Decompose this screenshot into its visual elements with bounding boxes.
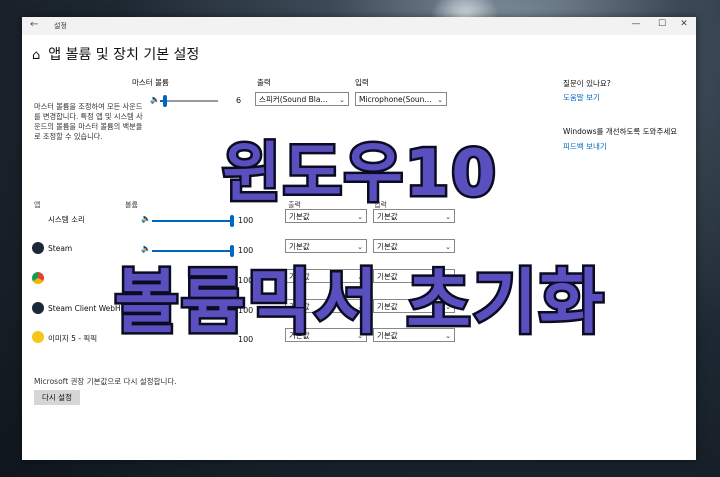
app-output-value: 기본값 xyxy=(289,272,310,281)
app-input-value: 기본값 xyxy=(377,212,398,221)
app-volume-thumb[interactable] xyxy=(230,245,234,257)
input-label: 입력 xyxy=(355,78,369,87)
app-volume-value: 100 xyxy=(238,335,254,344)
minimize-icon[interactable]: — xyxy=(631,19,641,29)
output-device-value: 스피커(Sound Bla... xyxy=(259,95,328,104)
app-volume-value: 100 xyxy=(238,306,254,315)
reset-description: Microsoft 권장 기본값으로 다시 설정합니다. xyxy=(34,377,177,386)
app-output-value: 기본값 xyxy=(289,302,310,311)
app-name: 이미지 5 - 픽픽 xyxy=(48,334,98,343)
app-volume-value: 100 xyxy=(238,276,254,285)
app-name: 시스템 소리 xyxy=(48,215,85,224)
chevron-down-icon: ⌄ xyxy=(357,213,363,221)
app-input-select[interactable]: 기본값 ⌄ xyxy=(373,209,455,223)
master-volume-slider[interactable] xyxy=(160,95,218,107)
chevron-down-icon: ⌄ xyxy=(339,96,345,104)
app-output-select[interactable]: 기본값 ⌄ xyxy=(285,299,367,313)
chrome-icon xyxy=(32,272,44,284)
output-device-select[interactable]: 스피커(Sound Bla... ⌄ xyxy=(255,92,349,106)
app-output-value: 기본값 xyxy=(289,331,310,340)
speaker-icon: 🔈 xyxy=(141,214,151,223)
app-input-select[interactable]: 기본값 ⌄ xyxy=(373,239,455,253)
chevron-down-icon: ⌄ xyxy=(445,273,451,281)
app-input-value: 기본값 xyxy=(377,302,398,311)
close-icon[interactable]: ✕ xyxy=(680,19,688,29)
page-title: ⌂ 앱 볼륨 및 장치 기본 설정 xyxy=(32,44,199,64)
maximize-icon[interactable]: ☐ xyxy=(657,19,667,29)
chevron-down-icon: ⌄ xyxy=(357,332,363,340)
app-input-select[interactable]: 기본값 ⌄ xyxy=(373,299,455,313)
app-output-value: 기본값 xyxy=(289,212,310,221)
speaker-icon: 🔈 xyxy=(141,244,151,253)
app-input-value: 기본값 xyxy=(377,331,398,340)
steam-icon xyxy=(32,302,44,314)
title-bar: ← 설정 — ☐ ✕ xyxy=(22,17,696,35)
help-link[interactable]: 도움말 보기 xyxy=(563,93,600,102)
app-volume-thumb[interactable] xyxy=(230,215,234,227)
app-output-select[interactable]: 기본값 ⌄ xyxy=(285,328,367,342)
reset-button[interactable]: 다시 설정 xyxy=(34,390,80,405)
app-volume-fill xyxy=(152,220,232,222)
chevron-down-icon: ⌄ xyxy=(445,243,451,251)
master-volume-value: 6 xyxy=(236,96,242,105)
back-arrow-icon[interactable]: ← xyxy=(30,19,39,30)
app-name: Steam xyxy=(48,244,73,253)
app-volume-fill xyxy=(152,250,232,252)
app-input-select[interactable]: 기본값 ⌄ xyxy=(373,328,455,342)
output-column-header: 출력 xyxy=(288,201,301,209)
improve-text: Windows를 개선하도록 도와주세요 xyxy=(563,127,678,136)
input-device-select[interactable]: Microphone(Soun... ⌄ xyxy=(355,92,447,106)
overlay-title-line2: 볼륨믹서 초기화 xyxy=(112,259,606,346)
master-description: 마스터 볼륨을 조정하여 모든 사운드를 변경합니다. 특정 앱 및 시스템 사… xyxy=(34,102,143,141)
app-name: Steam Client WebHelper xyxy=(48,304,138,313)
page-title-text: 앱 볼륨 및 장치 기본 설정 xyxy=(48,47,200,63)
chevron-down-icon: ⌄ xyxy=(445,332,451,340)
app-volume-value: 100 xyxy=(238,246,254,255)
app-output-select[interactable]: 기본값 ⌄ xyxy=(285,209,367,223)
chevron-down-icon: ⌄ xyxy=(357,243,363,251)
chevron-down-icon: ⌄ xyxy=(445,213,451,221)
input-column-header: 입력 xyxy=(374,201,387,209)
master-volume-thumb[interactable] xyxy=(163,95,167,107)
chevron-down-icon: ⌄ xyxy=(437,96,443,104)
steam-icon xyxy=(32,242,44,254)
master-volume-label: 마스터 볼륨 xyxy=(132,78,169,87)
master-volume-fill xyxy=(160,100,164,102)
app-output-select[interactable]: 기본값 ⌄ xyxy=(285,239,367,253)
window-title: 설정 xyxy=(54,22,67,30)
help-question: 질문이 있나요? xyxy=(563,79,611,88)
app-output-select[interactable]: 기본값 ⌄ xyxy=(285,269,367,283)
feedback-link[interactable]: 피드백 보내기 xyxy=(563,142,607,151)
app-input-value: 기본값 xyxy=(377,242,398,251)
speaker-icon: 🔈 xyxy=(150,95,160,104)
output-label: 출력 xyxy=(257,78,271,87)
app-volume-slider[interactable] xyxy=(152,215,234,227)
input-device-value: Microphone(Soun... xyxy=(359,95,432,104)
app-volume-value: 100 xyxy=(238,216,254,225)
app-input-value: 기본값 xyxy=(377,272,398,281)
chevron-down-icon: ⌄ xyxy=(357,303,363,311)
picpick-icon xyxy=(32,331,44,343)
app-input-select[interactable]: 기본값 ⌄ xyxy=(373,269,455,283)
app-output-value: 기본값 xyxy=(289,242,310,251)
overlay-title-line1: 윈도우10 xyxy=(220,135,499,214)
app-column-header: 앱 xyxy=(34,201,41,209)
settings-window: ← 설정 — ☐ ✕ ⌂ 앱 볼륨 및 장치 기본 설정 마스터 볼륨을 조정하여… xyxy=(22,17,696,460)
chevron-down-icon: ⌄ xyxy=(357,273,363,281)
home-icon[interactable]: ⌂ xyxy=(32,48,41,63)
chevron-down-icon: ⌄ xyxy=(445,303,451,311)
app-volume-slider[interactable] xyxy=(152,245,234,257)
volume-column-header: 볼륨 xyxy=(125,201,138,209)
